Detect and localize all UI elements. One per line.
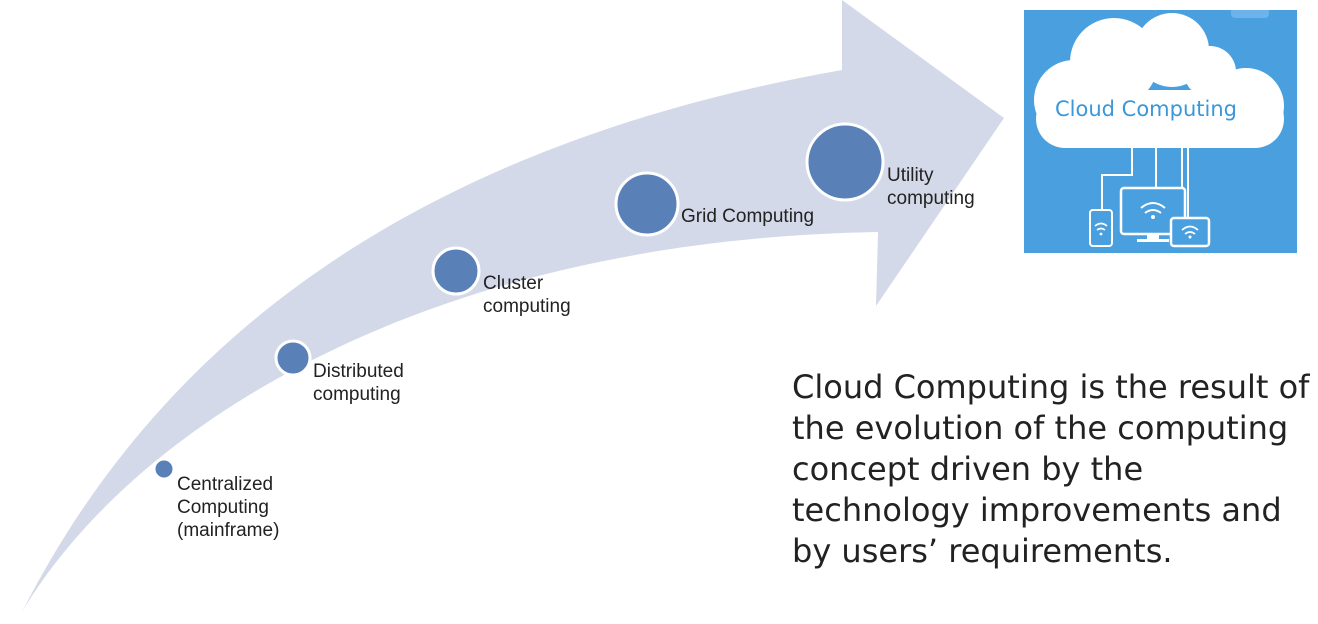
phone-icon (1089, 209, 1113, 247)
tablet-icon (1169, 216, 1211, 248)
stage-label-utility: Utility computing (887, 165, 975, 209)
cloud-devices-graphic (1034, 13, 1284, 248)
monitor-icon (1119, 186, 1187, 242)
stage-node-centralized (152, 457, 176, 481)
stage-label-cluster: Cluster computing (483, 273, 571, 317)
stage-label-grid: Grid Computing (681, 206, 815, 227)
cloud-icon (1034, 13, 1284, 148)
stage-node-distributed (274, 339, 312, 377)
connection-lines (1101, 148, 1189, 218)
stage-label-distributed: Distributed computing (313, 361, 404, 405)
stage-node-utility (805, 122, 885, 202)
stage-node-cluster (431, 246, 481, 296)
stage-label-centralized: Centralized Computing (mainframe) (177, 474, 280, 541)
corner-tab (1231, 10, 1269, 18)
summary-text: Cloud Computing is the result of the evo… (792, 368, 1310, 570)
evolution-arrow (22, 0, 1004, 612)
stage-node-grid (614, 171, 680, 237)
cloud-computing-title: Cloud Computing (1055, 97, 1237, 121)
